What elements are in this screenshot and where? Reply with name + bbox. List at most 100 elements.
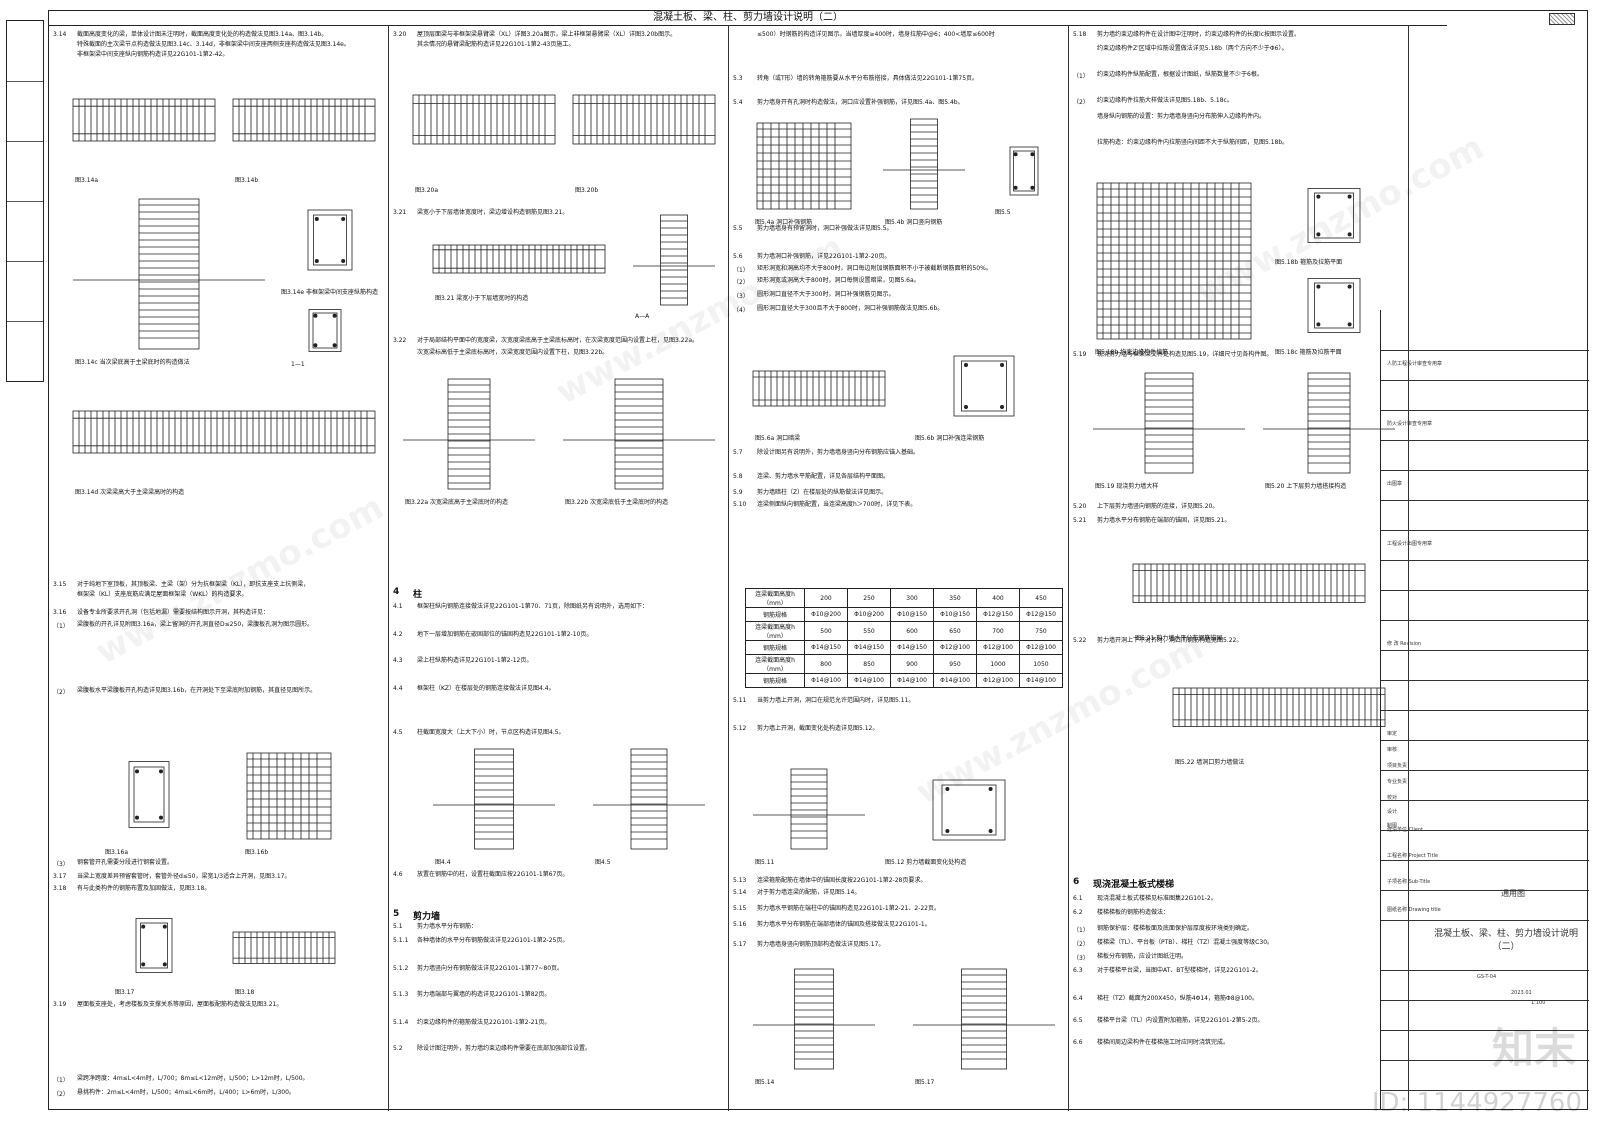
table-cell: 900	[890, 654, 934, 674]
clause-text: 柱	[413, 590, 423, 600]
clause-text: 楼梯梁（TL）、平台板（PTB）、梯柱（TZ）混凝土强度等级C30。	[1097, 939, 1274, 946]
clause-number: 3.19	[53, 1001, 67, 1008]
figure-caption: 图3.14a	[75, 177, 99, 184]
titleblock-rule	[1381, 860, 1589, 861]
table-cell: Φ14@150	[890, 640, 934, 655]
drawing-stroke	[1009, 146, 1039, 196]
clause-text: 剪力墙洞口补强钢筋，详见22G101-1第2-20页。	[757, 253, 891, 260]
figure-caption: A—A	[635, 313, 650, 320]
drawing-stroke	[1347, 194, 1352, 199]
drawing-stroke	[141, 962, 146, 967]
drawing-stroke	[1314, 192, 1354, 239]
clause-number: （1）	[53, 623, 69, 630]
titleblock-label: 项目负责	[1387, 763, 1408, 769]
drawing-stroke	[932, 779, 1006, 841]
detail-drawing	[1307, 188, 1361, 243]
clause-text: 其余情况的悬臂梁配筋构造详见22G101-1第2-43页施工。	[417, 41, 575, 48]
figure-caption: 图3.18	[235, 989, 255, 996]
clause-text: 梯板分布钢筋，应设计图纸注明。	[1097, 953, 1188, 960]
table-cell: Φ14@100	[890, 673, 934, 688]
detail-drawing	[246, 752, 332, 840]
drawing-stroke	[1307, 278, 1361, 333]
table-cell: 连梁截面高度h（mm）	[745, 621, 805, 641]
table-cell: 钢筋规格	[745, 607, 805, 622]
clause-text: 梁腹板水平梁腹板开孔构造详见图3.16b，在开洞处下至梁底附加钢筋，其直径见图所…	[77, 687, 317, 694]
clause-number: 6	[1073, 877, 1080, 887]
clause-text: 放置在钢筋中的柱，设置柱截面应按22G101-1第67页。	[417, 871, 569, 878]
titleblock-rule	[1381, 440, 1589, 441]
drawing-stroke	[945, 829, 950, 833]
table-cell: Φ14@100	[847, 673, 891, 688]
clause-text: 现浇剪力墙与框架梁交界处构造见图5.19，详细尺寸见各构件图。	[1097, 351, 1273, 358]
clause-number: 5	[393, 909, 400, 919]
table-cell: 1050	[1019, 654, 1063, 674]
drawing-stroke	[314, 217, 319, 221]
clause-text: 当梁上宽度差异预留套管时，套管外径d≤50，梁宽1/3适合上开洞，见图3.17。	[77, 873, 291, 880]
clause-number: （3）	[53, 861, 69, 868]
drawing-stroke	[313, 214, 347, 266]
drawing-title-label: 图纸名称 Drawing title	[1387, 907, 1441, 913]
clause-text: 约束边缘构件的箍筋做法见22G101-1第2-21页。	[417, 1019, 551, 1026]
drawing-stroke	[135, 918, 173, 973]
drawing-title-value: 混凝土板、梁、柱、剪力墙设计说明（二）	[1433, 929, 1578, 952]
clause-text: 剪力墙端部与翼墙的构造详见22G101-1第82页。	[417, 991, 551, 998]
clause-text: 连梁箍筋配筋在墙体中的锚固长度按22G101-1第2-28页要求。	[757, 877, 927, 884]
drawing-stroke	[945, 787, 950, 791]
table-cell: Φ10@150	[890, 607, 934, 622]
drawing-stroke	[232, 931, 336, 964]
drawing-stroke	[1030, 152, 1035, 157]
drawing-stroke	[630, 748, 668, 850]
drawing-stroke	[313, 343, 318, 348]
clause-number: 5.11	[733, 697, 747, 704]
table-cell: Φ10@200	[847, 607, 891, 622]
clause-number: （2）	[53, 1091, 69, 1098]
detail-drawing	[883, 118, 965, 210]
detail-drawing	[128, 761, 170, 828]
detail-drawing	[753, 768, 865, 850]
drawing-stroke	[910, 118, 938, 210]
drawing-stroke	[1347, 322, 1352, 327]
drawing-stroke	[961, 360, 1007, 412]
titleblock-rule	[1381, 1000, 1589, 1001]
clause-text: 矩形洞宽或洞高大于800时，洞口每侧设置暗梁，见图5.6a。	[757, 277, 920, 284]
drawing-stroke	[138, 198, 200, 350]
figure-caption: 图3.21 梁宽小于下层墙宽时的构造	[435, 295, 529, 302]
drawing-stroke	[314, 259, 319, 263]
clause-number: 3.16	[53, 609, 67, 616]
clause-number: （2）	[53, 689, 69, 696]
detail-drawing	[1132, 563, 1366, 603]
clause-number: （1）	[733, 267, 749, 274]
drawing-stroke	[332, 313, 337, 318]
clause-number: 4	[393, 587, 400, 597]
detail-drawing	[135, 918, 173, 973]
drawing-stroke	[794, 968, 834, 1070]
clause-text: 屋顶层面梁与非框架梁悬臂梁（XL）详图3.20a图示，梁上非框架悬臂梁（XL）详…	[417, 31, 677, 38]
titleblock-rule	[1381, 1090, 1589, 1091]
detail-drawing	[756, 122, 852, 210]
clause-text: 悬挑构件：2m≤L<4m时，L/500；4m≤L<6m时，L/400；L>6m时…	[77, 1089, 295, 1096]
drawing-stroke	[1316, 284, 1321, 289]
figure-caption: 图3.14e 非框架梁中间支座纵筋构造	[281, 289, 378, 296]
titleblock-rule	[1381, 770, 1589, 771]
detail-drawing	[1009, 146, 1039, 196]
clause-text: 对于剪力墙连梁的配筋，详见图5.14。	[757, 889, 861, 896]
clause-number: 5.1.3	[393, 991, 409, 998]
clause-number: 5.22	[1073, 637, 1087, 644]
clause-number: （2）	[1073, 941, 1089, 948]
table-cell: 钢筋规格	[745, 673, 805, 688]
table-cell: 250	[847, 588, 891, 608]
clause-text: 当剪力墙上开洞，洞口在规范允许范围内时，详见图5.11。	[757, 697, 915, 704]
znzmo-logo: 知末	[1491, 1024, 1576, 1073]
figure-caption: 图5.17	[915, 1079, 935, 1086]
clause-text: 除设计图另有说明外，剪力墙墙身竖向分布钢筋应锚入基础。	[757, 449, 920, 456]
figure-caption: 1—1	[291, 361, 305, 368]
drawing-stroke	[72, 98, 216, 142]
clause-text: 约束边缘构件纵筋配置，根据设计图纸，纵筋数量不少于6根。	[1097, 71, 1263, 78]
titleblock-rule	[1381, 530, 1589, 531]
table-cell: 400	[976, 588, 1020, 608]
clause-text: 剪力墙水平分布钢筋在端部墙体的锚固及搭接做法见22G101-1。	[757, 921, 931, 928]
clause-number: 4.6	[393, 871, 403, 878]
drawing-stroke	[572, 94, 716, 145]
clause-text: 特殊截面的主次梁节点构造做法见图3.14c、3.14d，非框架梁中间支座两侧支座…	[77, 41, 350, 48]
